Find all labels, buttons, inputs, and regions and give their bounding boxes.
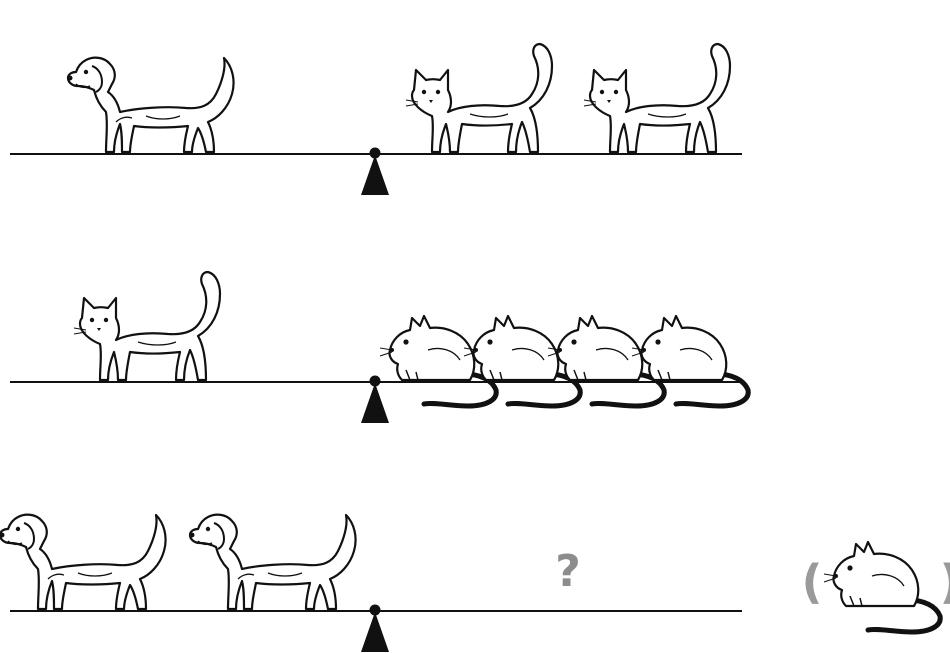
dog-icon bbox=[0, 513, 167, 611]
cat-icon bbox=[582, 42, 732, 154]
dog-icon bbox=[66, 56, 235, 154]
cat-icon bbox=[404, 42, 554, 154]
mouse-icon bbox=[824, 542, 940, 632]
answer-unit: ( ) bbox=[801, 542, 950, 632]
scale-row-3: ? bbox=[0, 513, 742, 652]
cat-icon bbox=[72, 270, 222, 382]
scale-row-2 bbox=[10, 270, 748, 423]
question-mark: ? bbox=[555, 546, 581, 597]
open-paren: ( bbox=[801, 555, 822, 609]
dog-icon bbox=[188, 513, 357, 611]
mouse-icon bbox=[632, 316, 748, 406]
close-paren: ) bbox=[939, 555, 950, 609]
scale-row-1 bbox=[10, 42, 742, 195]
